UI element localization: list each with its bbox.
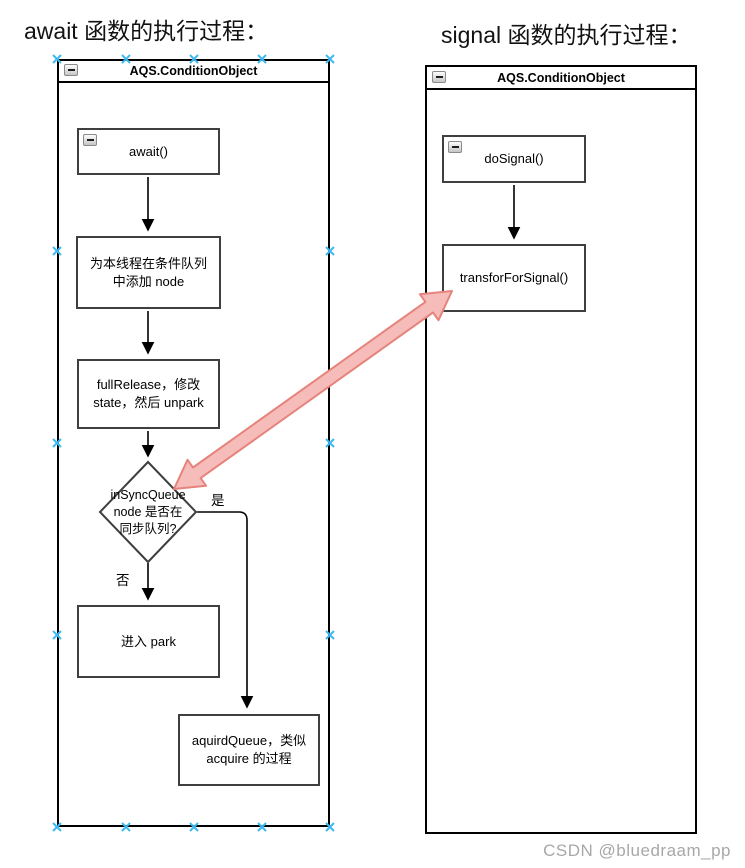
await-section-title: await 函数的执行过程：: [24, 18, 269, 44]
decision-line2: node 是否在: [113, 505, 183, 519]
acquire-queue-line2: acquire 的过程: [206, 751, 292, 766]
await-container-shape[interactable]: AQS.ConditionObject: [57, 59, 330, 827]
decision-diamond-shape[interactable]: [98, 460, 198, 564]
decision-line1: inSyncQueue: [110, 488, 186, 502]
collapse-minus-icon[interactable]: [64, 64, 78, 76]
transfer-for-signal-step-box[interactable]: transforForSignal(): [442, 244, 586, 312]
acquire-queue-step-box[interactable]: aquirdQueue，类似 acquire 的过程: [178, 714, 320, 786]
await-step-label: await(): [128, 143, 168, 159]
signal-container-header: AQS.ConditionObject: [427, 67, 695, 90]
signal-container-shape[interactable]: AQS.ConditionObject: [425, 65, 697, 834]
full-release-step-box[interactable]: fullRelease，修改 state，然后 unpark: [77, 359, 220, 429]
full-release-line1: fullRelease，修改: [96, 377, 201, 392]
signal-container-title: AQS.ConditionObject: [497, 70, 625, 85]
decision-line3: 同步队列?: [119, 522, 177, 536]
enter-park-step-box[interactable]: 进入 park: [77, 605, 220, 678]
enter-park-label: 进入 park: [121, 633, 176, 649]
await-step-box[interactable]: await(): [77, 128, 220, 175]
acquire-queue-line1: aquirdQueue，类似: [191, 733, 307, 748]
do-signal-step-box[interactable]: doSignal(): [442, 135, 586, 183]
await-container-title: AQS.ConditionObject: [129, 64, 258, 78]
decision-diamond-label: inSyncQueue node 是否在 同步队列?: [96, 487, 200, 538]
collapse-minus-icon[interactable]: [83, 134, 97, 146]
collapse-minus-icon[interactable]: [432, 71, 446, 83]
cross-diagram-link-arrow[interactable]: [173, 290, 453, 490]
full-release-line2: state，然后 unpark: [93, 395, 204, 410]
add-node-line1: 为本线程在条件队列: [89, 255, 207, 271]
add-node-line2: 中添加 node: [112, 273, 185, 289]
await-container-header: AQS.ConditionObject: [59, 61, 328, 83]
do-signal-label: doSignal(): [484, 151, 544, 166]
decision-yes-label: 是: [211, 493, 225, 508]
decision-no-label: 否: [116, 573, 130, 588]
add-node-step-box[interactable]: 为本线程在条件队列 中添加 node: [76, 236, 221, 309]
csdn-watermark: CSDN @bluedraam_pp: [543, 841, 731, 860]
transfer-for-signal-label: transforForSignal(): [459, 270, 569, 285]
signal-section-title: signal 函数的执行过程：: [441, 22, 692, 48]
collapse-minus-icon[interactable]: [448, 141, 462, 153]
